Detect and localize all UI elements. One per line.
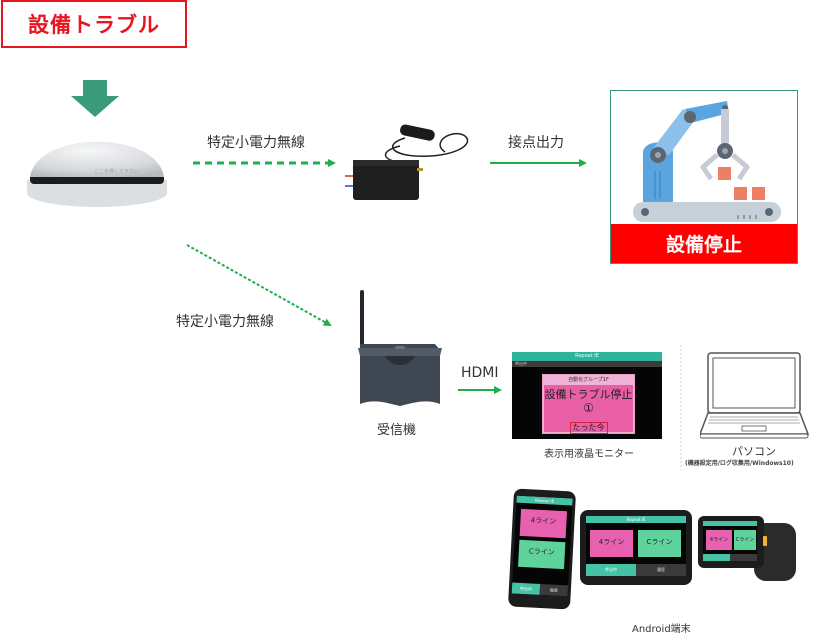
android-wearable: 4ライン Cライン <box>698 516 767 568</box>
monitor-card-message: 設備トラブル停止 <box>544 388 633 401</box>
push-button-icon: ここを押して下さい <box>27 141 167 207</box>
robot-arm-icon <box>633 101 781 222</box>
monitor-card-number: ① <box>583 401 594 415</box>
pc-sublabel: (機器設定用/ログ収集用/Windows10) <box>685 460 794 467</box>
display-monitor: Repeat IE 呼出中 自動化グループ1F 設備トラブル停止 ① たった今 <box>512 352 662 439</box>
monitor-status-bar: 呼出中 <box>512 361 662 367</box>
title-box: 設備トラブル <box>1 0 187 48</box>
edge-label-wireless-2: 特定小電力無線 <box>176 314 274 330</box>
svg-text:ここを押して下さい: ここを押して下さい <box>94 168 139 175</box>
android-devices: Repeat IE 4ライン Cライン 呼出中 履歴 Repeat IE 4ライ… <box>507 488 808 610</box>
laptop-icon <box>700 352 810 439</box>
receiver-icon <box>358 290 442 406</box>
diagram-title: 設備トラブル <box>28 13 160 37</box>
edge-label-contact-output: 接点出力 <box>508 135 564 151</box>
equipment-panel: 設備停止 <box>610 90 798 264</box>
pc-label: パソコン <box>732 445 776 458</box>
monitor-card-time: たった今 <box>569 422 608 434</box>
phone-card-1: 4ライン <box>519 508 568 539</box>
phone-screen: Repeat IE 4ライン Cライン 呼出中 履歴 <box>511 495 573 597</box>
tablet-screen: Repeat IE 4ライン Cライン 呼出中 履歴 <box>586 516 686 576</box>
monitor-status-text: 呼出中 <box>515 361 527 366</box>
wearable-btn-calling[interactable] <box>703 554 730 561</box>
receiver-label: 受信機 <box>377 423 417 438</box>
edge-label-hdmi: HDMI <box>461 365 499 381</box>
phone-card-2: Cライン <box>518 539 566 570</box>
tablet-card-2: Cライン <box>638 530 681 557</box>
equipment-status-banner: 設備停止 <box>611 224 797 263</box>
tablet-btn-history[interactable]: 履歴 <box>636 564 686 576</box>
wearable-btn-history[interactable] <box>730 554 757 561</box>
edge-label-wireless-1: 特定小電力無線 <box>207 135 305 151</box>
monitor-app-bar: Repeat IE <box>512 352 662 361</box>
android-phone: Repeat IE 4ライン Cライン 呼出中 履歴 <box>507 488 577 610</box>
monitor-label: 表示用液晶モニター <box>544 449 634 460</box>
android-tablet: Repeat IE 4ライン Cライン 呼出中 履歴 <box>580 510 692 585</box>
phone-btn-history[interactable]: 履歴 <box>539 583 569 597</box>
phone-btn-calling[interactable]: 呼出中 <box>511 582 541 595</box>
wearable-side-button <box>763 536 767 546</box>
edge-wireless-2 <box>186 244 332 326</box>
phone-app-bar: Repeat IE <box>516 495 573 506</box>
tablet-app-bar: Repeat IE <box>586 516 686 523</box>
wearable-screen: 4ライン Cライン <box>703 521 757 561</box>
monitor-alert-card: 自動化グループ1F 設備トラブル停止 ① たった今 <box>542 374 635 434</box>
android-label: Android端末 <box>632 624 691 634</box>
tablet-card-1: 4ライン <box>590 530 633 557</box>
monitor-card-body: 設備トラブル停止 ① たった今 <box>544 385 633 434</box>
push-arrow-icon <box>71 80 119 117</box>
monitor-app-title: Repeat IE <box>575 353 599 359</box>
tablet-btn-calling[interactable]: 呼出中 <box>586 564 636 576</box>
relay-module-icon <box>345 124 469 200</box>
wearable-card-1: 4ライン <box>706 530 732 550</box>
wearable-card-2: Cライン <box>734 530 756 550</box>
monitor-card-header: 自動化グループ1F <box>568 377 609 383</box>
wearable-app-bar <box>703 521 757 526</box>
